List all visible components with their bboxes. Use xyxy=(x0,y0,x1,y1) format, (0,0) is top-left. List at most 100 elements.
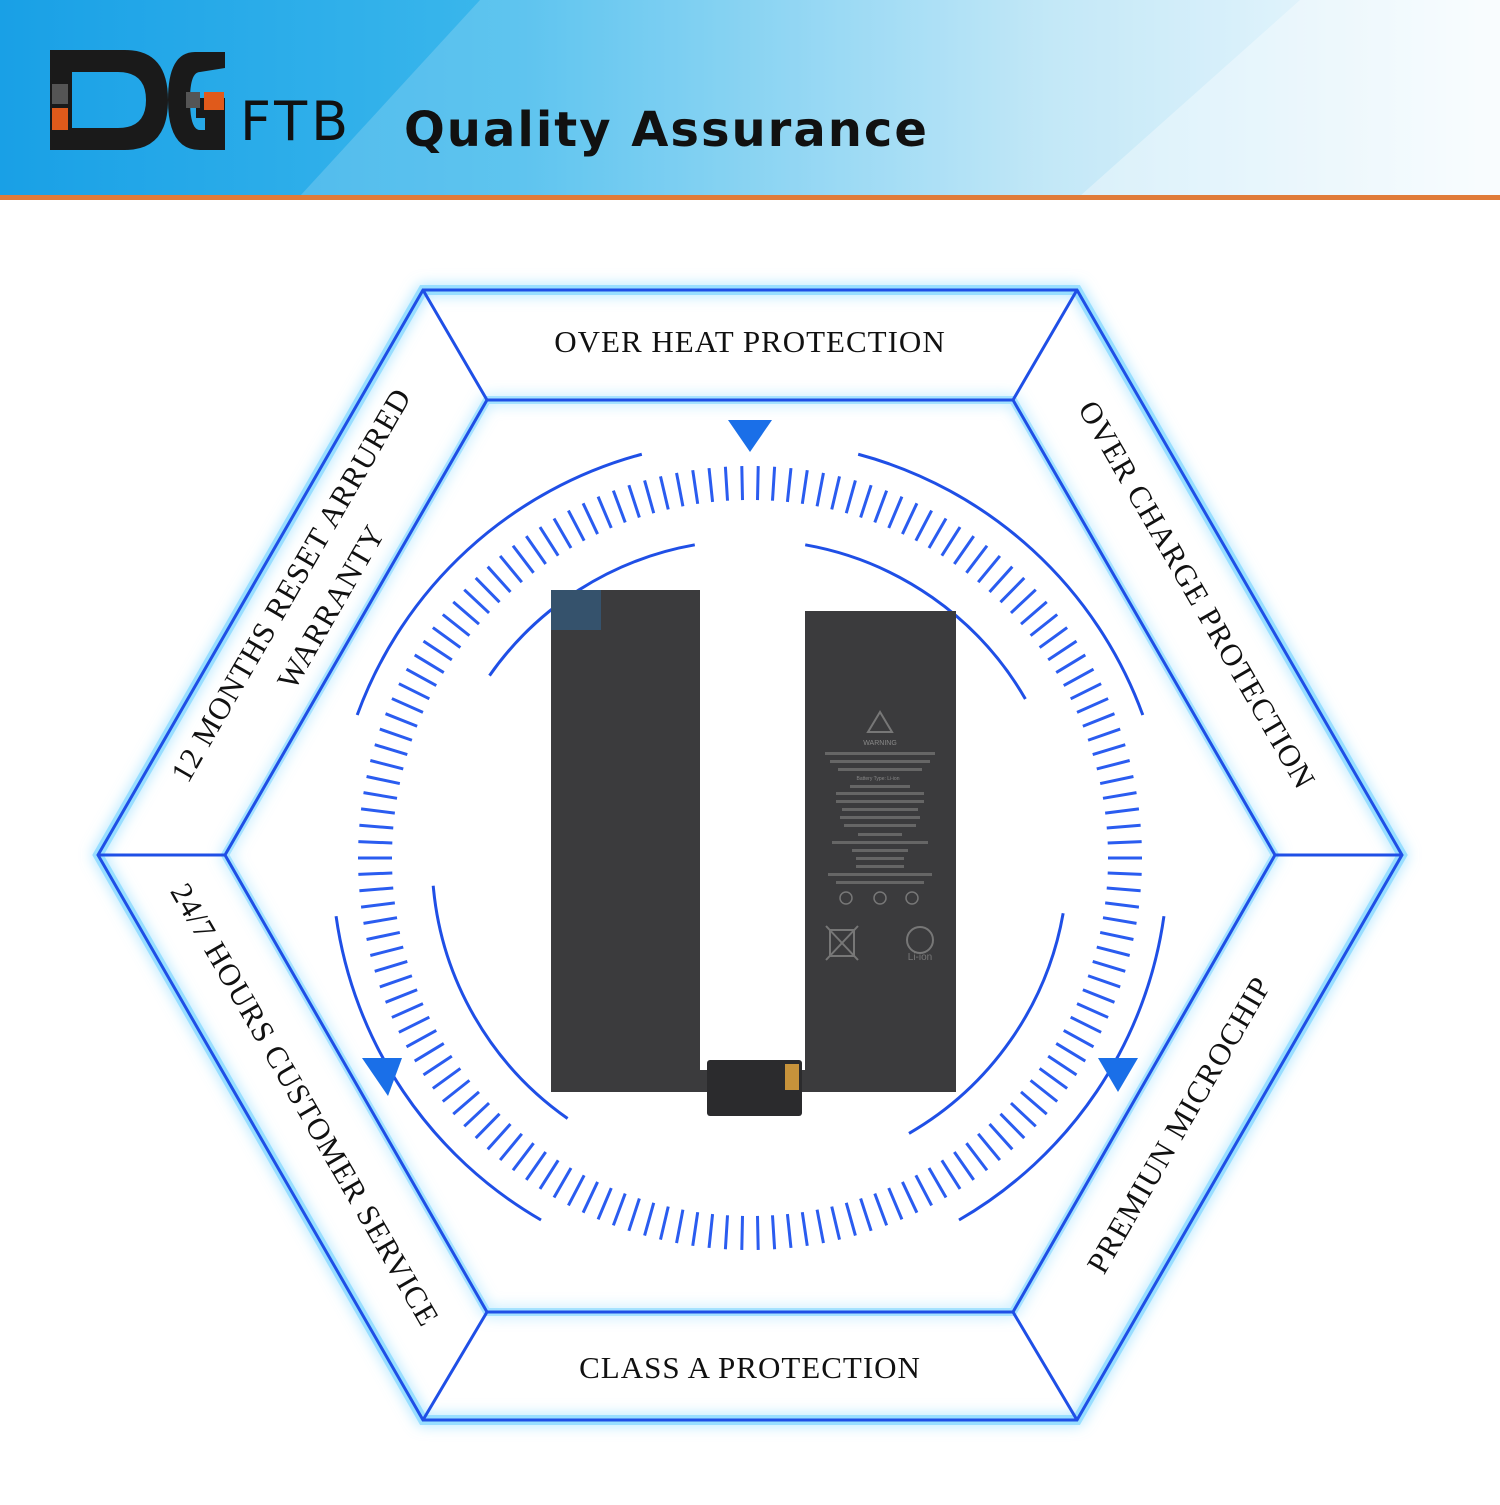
tick-mark xyxy=(707,467,715,503)
tick-mark xyxy=(452,1090,480,1116)
tick-mark xyxy=(511,1142,535,1172)
tick-mark xyxy=(815,472,825,507)
tick-mark xyxy=(1106,823,1141,830)
tick-mark xyxy=(901,502,919,535)
decorative-arcs xyxy=(334,452,1166,1222)
tick-mark xyxy=(611,490,627,523)
tick-mark xyxy=(474,576,501,604)
tick-mark xyxy=(1087,974,1121,989)
battery-pack-image: WARNING Battery Type: Li-ion xyxy=(551,590,956,1116)
triangle-marker-right xyxy=(1098,1058,1138,1092)
tick-mark xyxy=(567,1174,586,1207)
tick-mark xyxy=(1020,1090,1048,1116)
tick-mark xyxy=(940,526,962,557)
tick-mark xyxy=(723,466,730,501)
tick-mark xyxy=(1069,682,1102,701)
tick-mark xyxy=(1107,840,1142,845)
battery-connector xyxy=(707,1060,802,1116)
tick-mark xyxy=(643,1202,656,1236)
tick-mark xyxy=(1102,791,1137,800)
tick-mark xyxy=(1104,901,1140,909)
tick-mark xyxy=(374,960,408,973)
recycle-bin-icon xyxy=(825,925,859,961)
tagline: Quality Assurance xyxy=(404,102,929,158)
tick-mark xyxy=(463,588,491,615)
feature-over-charge-protection: OVER CHARGE PROTECTION xyxy=(1071,395,1322,795)
tick-mark xyxy=(675,472,685,507)
tick-mark xyxy=(359,886,394,893)
tick-mark xyxy=(567,509,586,542)
tick-mark xyxy=(977,555,1002,584)
tick-mark xyxy=(413,1042,445,1063)
tick-mark xyxy=(830,1206,841,1240)
tick-mark xyxy=(873,1193,889,1226)
recycle-icon xyxy=(906,926,934,954)
tick-mark xyxy=(887,496,904,529)
tick-mark xyxy=(830,476,841,510)
tick-mark xyxy=(1082,988,1116,1004)
tick-mark xyxy=(581,502,599,535)
header-banner: FTB Quality Assurance xyxy=(0,0,1500,200)
tick-mark xyxy=(691,469,700,505)
tick-mark xyxy=(1009,588,1037,615)
tick-mark xyxy=(643,480,656,514)
tick-mark xyxy=(691,1211,700,1247)
tick-mark xyxy=(1104,807,1140,815)
tick-mark xyxy=(659,476,670,510)
tick-mark xyxy=(927,1167,948,1199)
tick-mark xyxy=(1069,1015,1102,1034)
tick-mark xyxy=(384,712,418,728)
tick-mark xyxy=(1092,743,1126,756)
tick-mark xyxy=(1096,945,1131,957)
tick-mark xyxy=(391,1002,424,1019)
tick-mark xyxy=(358,840,393,845)
tick-mark xyxy=(422,639,453,662)
tick-mark xyxy=(999,576,1026,604)
tick-mark xyxy=(1047,1054,1078,1077)
tick-mark xyxy=(1099,775,1134,786)
tick-mark xyxy=(844,480,857,514)
tick-mark xyxy=(611,1193,627,1226)
tick-mark xyxy=(785,467,793,503)
tick-mark xyxy=(755,466,760,501)
tick-mark xyxy=(538,526,560,557)
tick-mark xyxy=(914,509,933,542)
tick-mark xyxy=(1062,667,1095,687)
tick-mark xyxy=(901,1181,919,1214)
tick-mark xyxy=(1020,600,1048,626)
tick-mark xyxy=(474,1112,501,1140)
tick-mark xyxy=(405,667,438,687)
tick-mark xyxy=(1099,930,1134,941)
tick-mark xyxy=(1055,653,1087,674)
feature-over-heat-protection: OVER HEAT PROTECTION xyxy=(554,324,945,359)
tick-mark xyxy=(914,1174,933,1207)
battery-spec-lines xyxy=(825,752,935,884)
tick-mark xyxy=(770,1215,777,1250)
tick-mark xyxy=(1055,1042,1087,1063)
tick-mark xyxy=(552,1167,573,1199)
tick-mark xyxy=(873,490,889,523)
tick-mark xyxy=(596,496,613,529)
tick-mark xyxy=(965,544,989,574)
tick-mark xyxy=(498,555,523,584)
tick-mark xyxy=(953,535,975,565)
feature-customer-service: 24/7 HOURS CUSTOMER SERVICE xyxy=(164,877,447,1332)
banner-background xyxy=(0,0,1500,200)
tick-mark xyxy=(379,974,413,989)
tick-mark xyxy=(596,1187,613,1220)
tick-mark xyxy=(369,945,404,957)
tick-mark xyxy=(953,1151,975,1181)
tick-mark xyxy=(1076,1002,1109,1019)
hexagon-glow xyxy=(92,285,1408,1425)
tick-mark xyxy=(1076,697,1109,714)
tick-mark xyxy=(940,1159,962,1190)
tick-mark xyxy=(1029,1079,1059,1103)
tick-mark xyxy=(486,565,512,593)
tick-mark xyxy=(1038,626,1069,649)
tick-mark xyxy=(463,1101,491,1128)
tick-mark xyxy=(525,1151,547,1181)
tick-mark xyxy=(627,484,641,518)
tick-mark xyxy=(859,484,873,518)
tick-mark xyxy=(441,1079,471,1103)
tick-mark xyxy=(525,535,547,565)
